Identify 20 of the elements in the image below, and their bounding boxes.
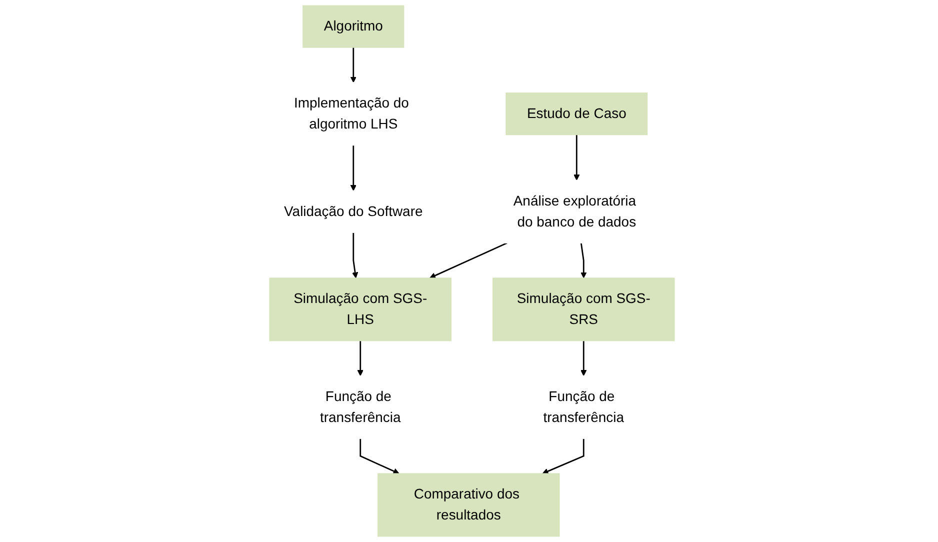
node-box: Simulação com SGS-SRS bbox=[492, 278, 676, 342]
node-box: Estudo de Caso bbox=[506, 92, 648, 136]
node-box: Simulação com SGS-LHS bbox=[270, 278, 452, 342]
arrow bbox=[542, 438, 585, 474]
arrow bbox=[430, 242, 508, 278]
node-box: Algoritmo bbox=[303, 5, 405, 48]
node-text: Validação do Software bbox=[284, 204, 424, 220]
arrow bbox=[358, 340, 364, 376]
node-text: Análise exploratória do banco de dados bbox=[514, 193, 637, 230]
arrow bbox=[581, 340, 588, 376]
node-box: Comparativo dos resultados bbox=[378, 473, 560, 537]
arrow bbox=[360, 438, 400, 474]
arrow bbox=[350, 48, 357, 83]
arrow bbox=[350, 145, 357, 191]
arrow bbox=[580, 242, 588, 278]
arrow bbox=[574, 134, 580, 180]
arrow bbox=[352, 232, 359, 278]
node-text: Implementação do algoritmo LHS bbox=[294, 96, 410, 132]
node-text: Função de transferência bbox=[320, 389, 402, 426]
node-text: Função de transferência bbox=[544, 389, 624, 426]
